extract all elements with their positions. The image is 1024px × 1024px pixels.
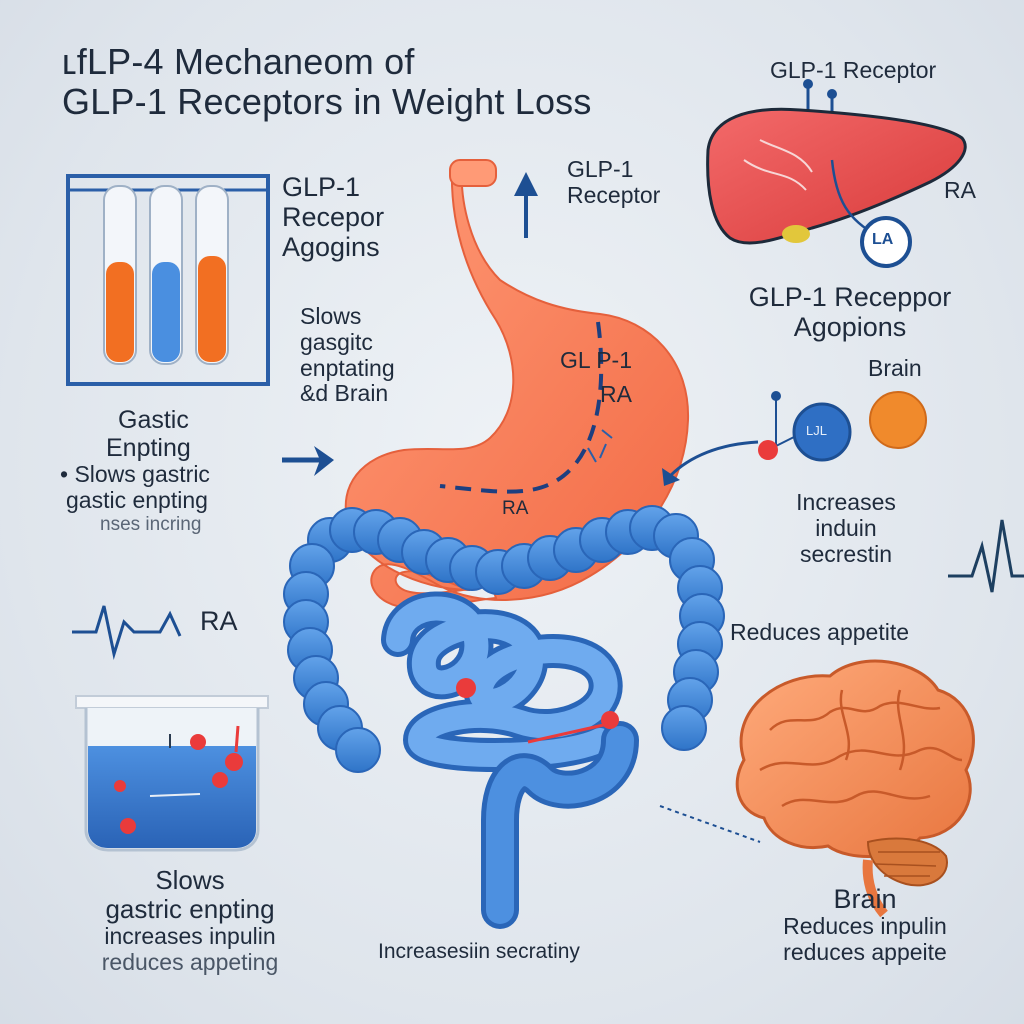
small-intestine-loops: [381, 591, 639, 929]
pulse-ra-label: RA: [200, 606, 238, 636]
dashed-connector: [659, 805, 761, 843]
slows-mid-line-1: Slows: [300, 303, 362, 329]
glp1-receptor-line-2: Receptor: [567, 181, 661, 208]
gastric-left-line-4: gastic enpting: [66, 486, 208, 513]
bottom-left-line-4: reduces appeting: [101, 948, 279, 975]
pulse-line-icon: [72, 605, 182, 660]
slows-mid-line-2: gasgitc: [300, 328, 373, 355]
bottom-left-line-1: Slows: [155, 865, 225, 895]
title-line-2: GLP-1 Receptors in Weight Loss: [62, 81, 592, 123]
increases-insulin-line-1: Increases: [796, 489, 896, 515]
left-agonist-line-1: GLP-1: [282, 172, 361, 202]
glp1-receptor-line-1: GLP-1: [567, 156, 634, 182]
title-line-1: ʟfLP-4 Mechaneom of: [62, 41, 415, 82]
bottom-right-line-3: reduces appeite: [783, 938, 947, 965]
pulse-line-icon-right: [948, 519, 1024, 593]
bottom-right-label: Brain Reduces inpulin reduces appeite: [730, 884, 1000, 966]
molecule-icon: [758, 391, 801, 460]
left-arrow-icon: [662, 440, 759, 486]
intestine-marker: [456, 678, 476, 698]
bottom-left-line-3: increases inpulin: [104, 923, 276, 950]
orb-label: LJL: [806, 423, 827, 438]
liver-receptor-label: GLP-1 Receptor: [770, 57, 937, 83]
gastric-left-line-5: nses incring: [100, 513, 202, 535]
gastric-left-line-2: Enpting: [106, 434, 191, 462]
liver-badge-label: LA: [872, 231, 894, 248]
gastric-left-line-1: Gastic: [118, 406, 189, 434]
liver-illustration: [706, 79, 967, 268]
blue-orb-icon: [792, 402, 852, 462]
bottom-right-line-2: Reduces inpulin: [783, 913, 947, 940]
intestine-pointer: [527, 722, 609, 744]
left-agonist-label: GLP-1 Recepor Agogins: [282, 172, 384, 263]
right-agonist-line-1: GLP-1 Receppor: [748, 282, 952, 312]
slows-emptying-label: Slows gasgitc enptating &d Brain: [300, 303, 395, 407]
right-arrow-icon: [282, 446, 334, 476]
slows-mid-line-4: &d Brain: [300, 380, 389, 407]
slows-mid-line-3: enptating: [300, 354, 395, 381]
orange-orb-icon: [869, 391, 927, 449]
reduces-appetite-label: Reduces appetite: [730, 619, 910, 645]
bottom-right-line-1: Brain: [833, 884, 897, 914]
stomach-ra-label-2: RA: [502, 498, 529, 519]
stomach-illustration: [344, 159, 690, 610]
left-agonist-line-3: Agogins: [282, 232, 380, 263]
gastric-left-line-3: • Slows gastric: [60, 461, 210, 487]
bottom-left-line-2: gastric enpting: [105, 894, 275, 925]
beaker-illustration: [75, 695, 269, 852]
brain-illustration: [735, 659, 975, 918]
bottom-center-label: Increasesiin secratiny: [378, 940, 580, 963]
page-title: ʟfLP-4 Mechaneom of GLP-1 Receptors in W…: [62, 41, 592, 123]
gastric-emptying-label: Gastic Enpting • Slows gastric gastic en…: [60, 406, 210, 535]
increases-insulin-line-2: induin: [815, 514, 877, 541]
increases-insulin-line-3: secrestin: [799, 540, 893, 567]
stomach-ra-label: RA: [600, 381, 632, 407]
up-arrow-icon: [514, 172, 538, 238]
increases-insulin-label: Increases induin secrestin: [748, 489, 944, 567]
bottom-left-label: Slows gastric enpting increases inpulin …: [50, 865, 330, 976]
left-agonist-line-2: Recepor: [282, 202, 385, 233]
right-agonist-line-2: Agopions: [793, 312, 907, 343]
brain-top-label: Brain: [868, 355, 922, 381]
intestine-illustration: [283, 505, 725, 773]
right-agonist-label: GLP-1 Receppor Agopions: [702, 282, 998, 342]
glp1-receptor-label: GLP-1 Receptor: [567, 156, 661, 209]
test-tube-rack: [66, 174, 270, 386]
liver-ra-label: RA: [944, 177, 976, 203]
stomach-glp1-label: GL P-1: [560, 347, 633, 373]
